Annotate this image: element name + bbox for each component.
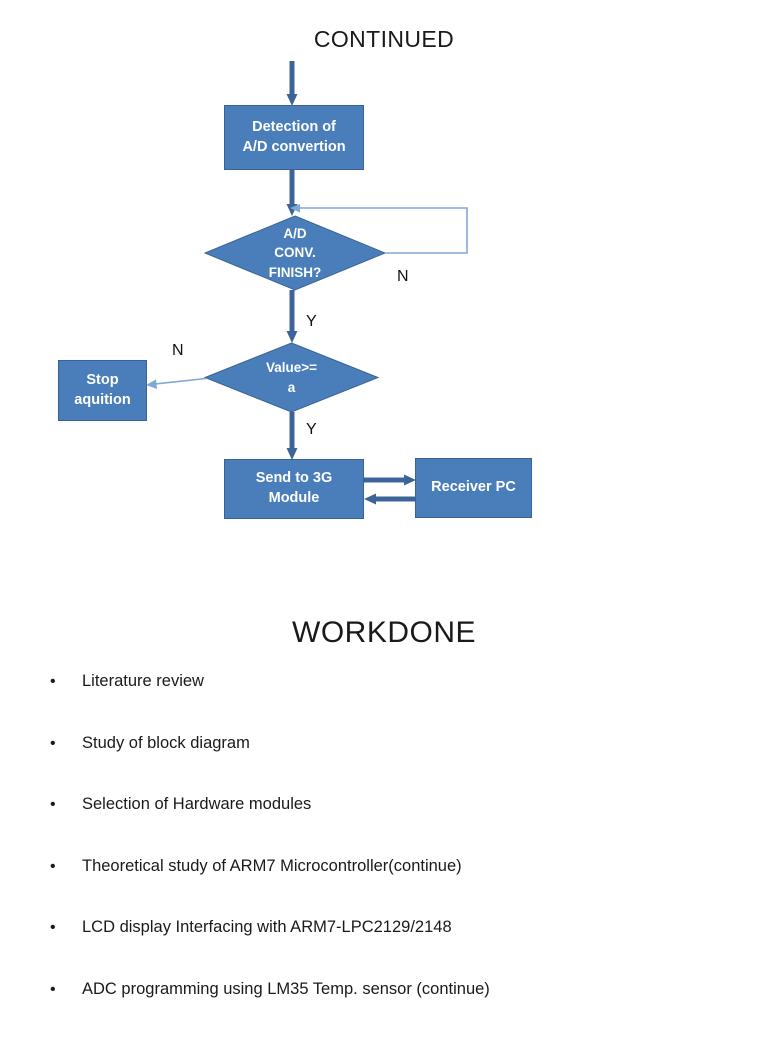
node-stop-acquisition[interactable]: Stop aquition bbox=[58, 360, 147, 421]
workdone-bullet-list: • Literature review • Study of block dia… bbox=[0, 672, 768, 1041]
bullet-icon: • bbox=[50, 919, 56, 937]
list-item: • Theoretical study of ARM7 Microcontrol… bbox=[0, 857, 768, 919]
edge-label-adc-no: N bbox=[397, 268, 409, 286]
connector-value-no-to-stop bbox=[146, 370, 208, 392]
list-item-label: LCD display Interfacing with ARM7-LPC212… bbox=[82, 918, 452, 937]
list-item-label: Literature review bbox=[82, 672, 204, 691]
bullet-icon: • bbox=[50, 858, 56, 876]
edge-label-value-no: N bbox=[172, 342, 184, 360]
page-title: CONTINUED bbox=[0, 26, 768, 53]
list-item-label: Selection of Hardware modules bbox=[82, 795, 311, 814]
list-item-label: Study of block diagram bbox=[82, 734, 250, 753]
node-send3g-label: Send to 3G Module bbox=[256, 469, 333, 508]
list-item-label: Theoretical study of ARM7 Microcontrolle… bbox=[82, 857, 462, 876]
list-item: • LCD display Interfacing with ARM7-LPC2… bbox=[0, 918, 768, 980]
bullet-icon: • bbox=[50, 673, 56, 691]
list-item: • Study of block diagram bbox=[0, 734, 768, 796]
node-detection-line1: Detection of bbox=[252, 119, 336, 135]
bullet-icon: • bbox=[50, 735, 56, 753]
node-send-to-3g-module[interactable]: Send to 3G Module bbox=[224, 459, 364, 519]
edge-label-value-yes: Y bbox=[306, 421, 317, 439]
flowchart-slide: CONTINUED Detection of A/D convertion A/… bbox=[0, 0, 768, 560]
node-send3g-line2: Module bbox=[269, 490, 320, 506]
bullet-icon: • bbox=[50, 981, 56, 999]
workdone-title: WORKDONE bbox=[0, 616, 768, 650]
list-item: • Literature review bbox=[0, 672, 768, 734]
diamond-shape bbox=[205, 343, 378, 412]
connector-adc-no-loopback bbox=[290, 204, 475, 259]
node-stop-label: Stop aquition bbox=[74, 371, 130, 410]
node-stop-line2: aquition bbox=[74, 392, 130, 408]
connector-value-yes-to-send3g bbox=[286, 412, 302, 462]
edge-label-adc-yes: Y bbox=[306, 313, 317, 331]
node-detection-line2: A/D convertion bbox=[242, 139, 345, 155]
list-item-label: ADC programming using LM35 Temp. sensor … bbox=[82, 980, 490, 999]
connector-entry-arrow bbox=[286, 61, 302, 107]
bullet-icon: • bbox=[50, 796, 56, 814]
node-receiver-pc[interactable]: Receiver PC bbox=[415, 458, 532, 518]
node-receiverpc-label: Receiver PC bbox=[431, 478, 516, 498]
workdone-slide: WORKDONE • Literature review • Study of … bbox=[0, 560, 768, 1024]
list-item: • Selection of Hardware modules bbox=[0, 795, 768, 857]
node-value-threshold-decision[interactable]: Value>= a bbox=[205, 343, 378, 412]
list-item: • ADC programming using LM35 Temp. senso… bbox=[0, 980, 768, 1041]
connector-adc-yes-to-value-decision bbox=[286, 290, 302, 345]
node-stop-line1: Stop bbox=[86, 372, 118, 388]
node-detection-of-ad-conversion[interactable]: Detection of A/D convertion bbox=[224, 105, 364, 170]
node-detection-label: Detection of A/D convertion bbox=[242, 118, 345, 157]
connector-receiverpc-to-send3g bbox=[364, 491, 417, 525]
node-send3g-line1: Send to 3G bbox=[256, 470, 333, 486]
